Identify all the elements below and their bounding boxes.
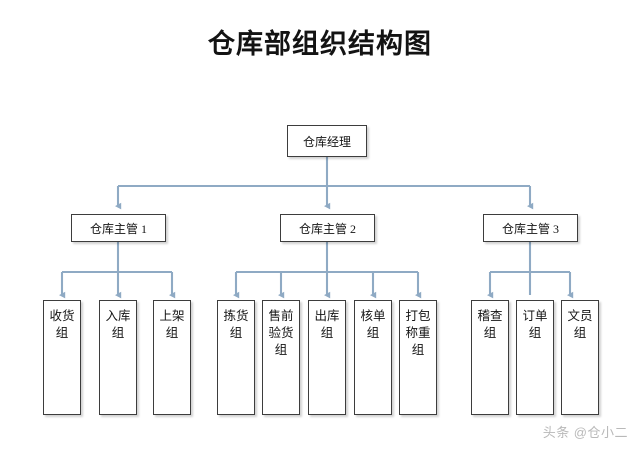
node-team-shelving[interactable]: 上架组 (153, 300, 191, 415)
node-label: 仓库主管 2 (298, 221, 356, 236)
node-team-order-verification[interactable]: 核单组 (354, 300, 392, 415)
node-warehouse-supervisor-1[interactable]: 仓库主管 1 (71, 214, 166, 242)
node-team-packing-weighing[interactable]: 打包称重组 (399, 300, 437, 415)
node-team-receiving[interactable]: 收货组 (43, 300, 81, 415)
node-team-clerk[interactable]: 文员组 (561, 300, 599, 415)
node-warehouse-manager[interactable]: 仓库经理 (287, 125, 367, 157)
node-label: 上架组 (159, 309, 185, 340)
node-label: 出库组 (314, 309, 340, 340)
node-label: 仓库经理 (302, 134, 351, 149)
watermark: 头条 @仓小二 (542, 425, 628, 440)
node-team-presale-inspection[interactable]: 售前验货组 (262, 300, 300, 415)
node-label: 入库组 (105, 309, 131, 340)
node-label: 仓库主管 3 (501, 221, 559, 236)
node-warehouse-supervisor-3[interactable]: 仓库主管 3 (483, 214, 578, 242)
node-team-inbound[interactable]: 入库组 (99, 300, 137, 415)
node-label: 打包称重组 (405, 309, 431, 357)
node-label: 文员组 (567, 309, 593, 340)
node-warehouse-supervisor-2[interactable]: 仓库主管 2 (280, 214, 375, 242)
node-team-outbound[interactable]: 出库组 (308, 300, 346, 415)
node-label: 订单组 (522, 309, 548, 340)
node-label: 仓库主管 1 (89, 221, 147, 236)
node-label: 拣货组 (223, 309, 249, 340)
node-team-audit[interactable]: 稽查组 (471, 300, 509, 415)
node-team-picking[interactable]: 拣货组 (217, 300, 255, 415)
page-title: 仓库部组织结构图 (208, 29, 432, 59)
node-label: 稽查组 (477, 309, 503, 340)
node-label: 收货组 (49, 309, 75, 340)
node-label: 核单组 (360, 309, 386, 340)
node-team-orders[interactable]: 订单组 (516, 300, 554, 415)
node-label: 售前验货组 (268, 309, 294, 357)
